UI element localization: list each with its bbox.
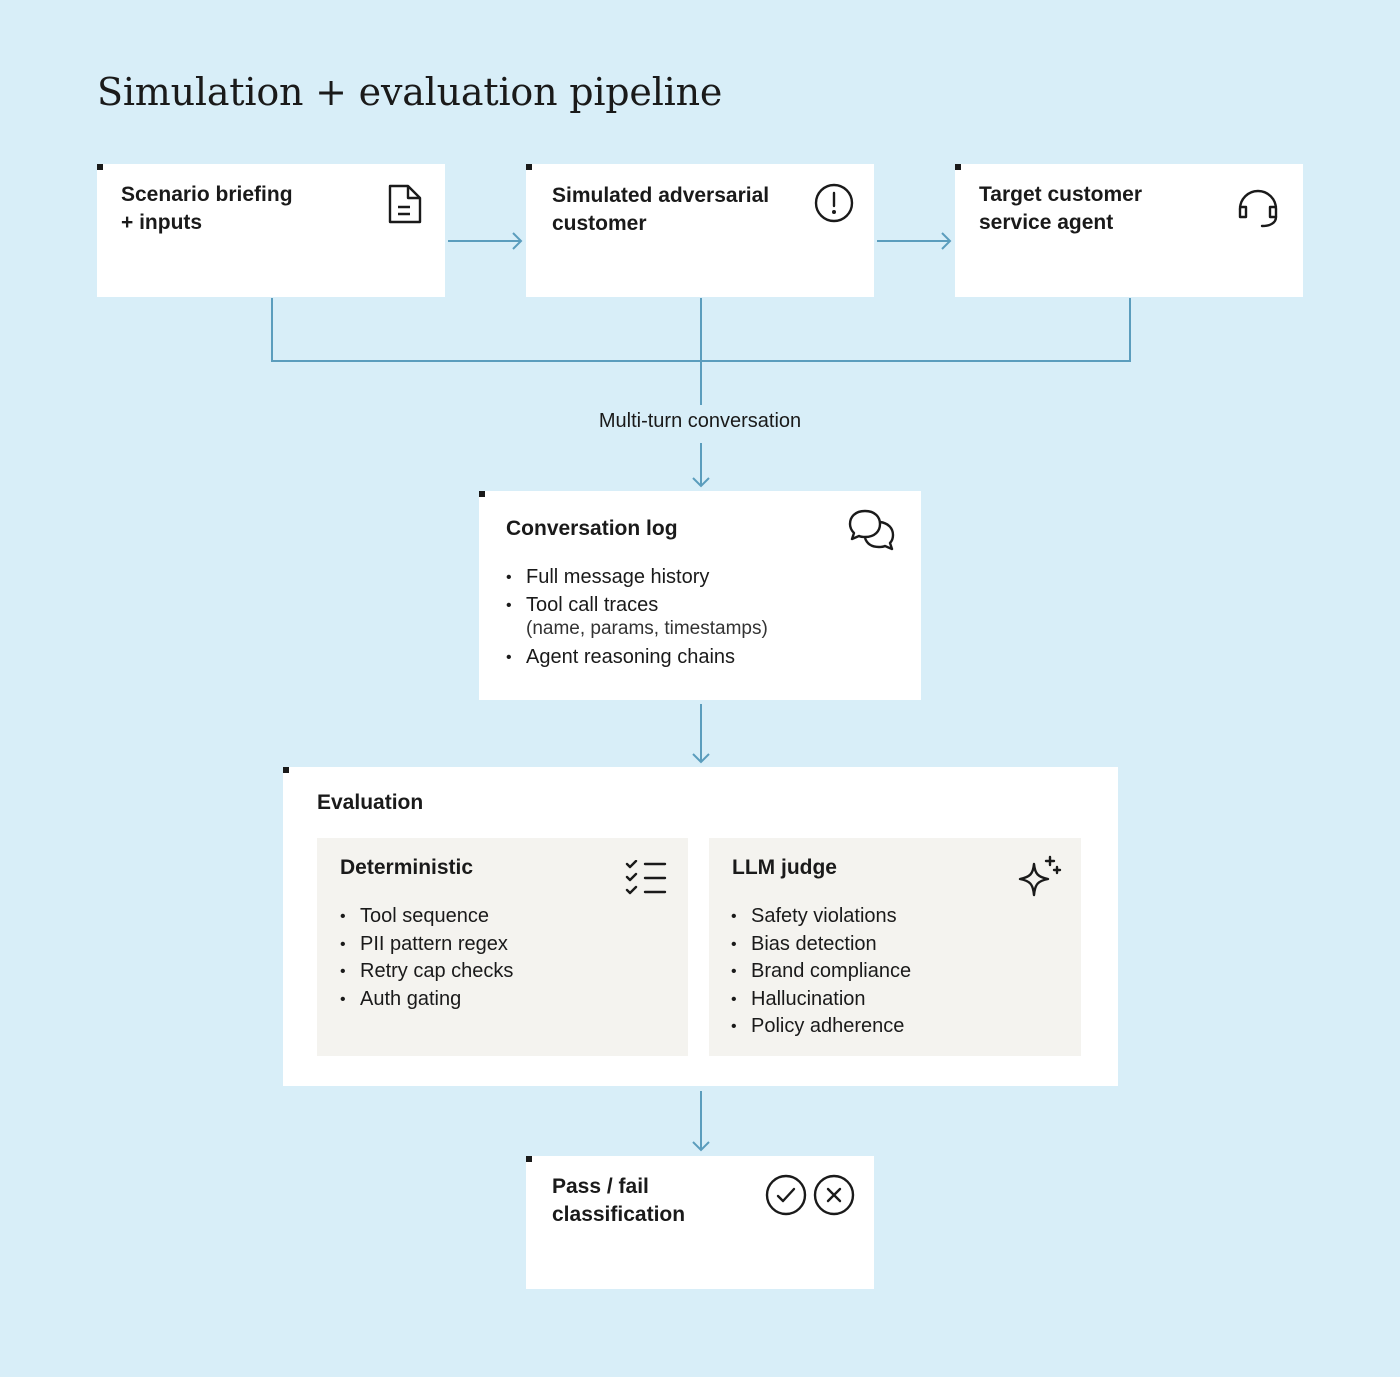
- deterministic-list: Tool sequence PII pattern regex Retry ca…: [340, 903, 513, 1013]
- llm-judge-panel: LLM judge Safety violations Bias detecti…: [709, 838, 1081, 1056]
- list-item: Safety violations: [731, 903, 911, 931]
- evaluation-card: Evaluation Deterministic Tool sequence P…: [283, 767, 1118, 1086]
- card-title: Pass / fail classification: [552, 1175, 686, 1226]
- list-item: Auth gating: [340, 986, 513, 1014]
- list-item: Tool call traces(name, params, timestamp…: [506, 592, 768, 641]
- arrow-scenario-to-simulated: [448, 232, 523, 250]
- checklist-icon: [625, 860, 667, 895]
- list-item: Hallucination: [731, 986, 911, 1014]
- llm-judge-list: Safety violations Bias detection Brand c…: [731, 903, 911, 1041]
- card-title: Scenario briefing + inputs: [121, 183, 293, 234]
- bracket-merge: [271, 298, 1131, 405]
- corner-marker: [283, 767, 289, 773]
- arrow-to-evaluation: [692, 704, 710, 764]
- panel-title: Deterministic: [340, 856, 474, 879]
- list-item: Agent reasoning chains: [506, 644, 768, 672]
- target-agent-card: Target customer service agent: [955, 164, 1303, 297]
- conversation-log-list: Full message history Tool call traces(na…: [506, 564, 768, 672]
- chat-bubbles-icon: [848, 509, 895, 551]
- list-item: Full message history: [506, 564, 768, 592]
- check-circle-icon: [765, 1174, 807, 1216]
- item-note: (name, params, timestamps): [526, 618, 768, 639]
- list-item: Retry cap checks: [340, 958, 513, 986]
- x-circle-icon: [813, 1174, 855, 1216]
- corner-marker: [479, 491, 485, 497]
- result-card: Pass / fail classification: [526, 1156, 874, 1289]
- card-title: Conversation log: [506, 517, 678, 540]
- list-item: Bias detection: [731, 931, 911, 959]
- headset-icon: [1238, 189, 1278, 228]
- page-title: Simulation + evaluation pipeline: [97, 70, 723, 114]
- list-item: Policy adherence: [731, 1013, 911, 1041]
- conversation-log-card: Conversation log Full message history To…: [479, 491, 921, 700]
- scenario-briefing-card: Scenario briefing + inputs: [97, 164, 445, 297]
- alert-circle-icon: [814, 183, 854, 223]
- card-title: Simulated adversarial customer: [552, 184, 770, 235]
- corner-marker: [955, 164, 961, 170]
- list-item: Brand compliance: [731, 958, 911, 986]
- list-item: PII pattern regex: [340, 931, 513, 959]
- arrow-to-result: [692, 1091, 710, 1152]
- simulated-customer-card: Simulated adversarial customer: [526, 164, 874, 297]
- sparkle-icon: [1018, 855, 1062, 897]
- deterministic-panel: Deterministic Tool sequence PII pattern …: [317, 838, 688, 1056]
- panel-title: LLM judge: [732, 856, 837, 879]
- corner-marker: [526, 164, 532, 170]
- arrow-simulated-to-target: [877, 232, 952, 250]
- list-item: Tool sequence: [340, 903, 513, 931]
- card-title: Target customer service agent: [979, 183, 1142, 234]
- card-title: Evaluation: [317, 791, 424, 814]
- document-icon: [388, 184, 422, 224]
- corner-marker: [526, 1156, 532, 1162]
- connector-label: Multi-turn conversation: [598, 410, 802, 432]
- corner-marker: [97, 164, 103, 170]
- arrow-to-conversation-log: [692, 443, 710, 488]
